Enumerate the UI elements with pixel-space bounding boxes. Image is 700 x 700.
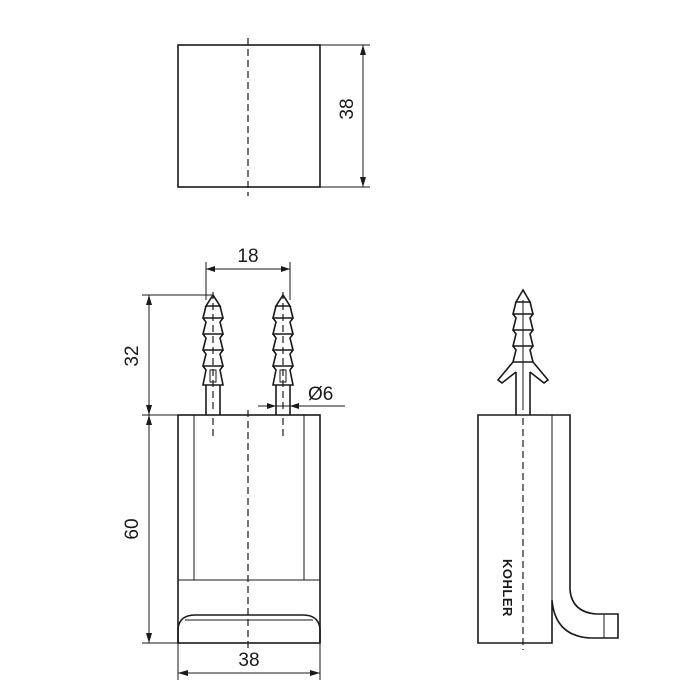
dimension-arrow [146,405,152,415]
dimension-arrow [310,670,320,676]
dimension-arrow [178,670,188,676]
dimension-arrow [146,633,152,643]
brand-label: KOHLER [500,559,515,617]
anchor-length-label: 32 [122,345,143,366]
anchor-rib [201,349,225,367]
anchor-wing-left [496,361,517,385]
dimension-arrow [360,45,366,55]
front-view-lip [177,614,321,643]
anchor-rib [271,317,295,335]
side-view-anchor [496,288,550,415]
front-view: 18 32 60 38 Ø6 [122,246,345,680]
dimension-arrow [206,266,215,272]
top-view: 38 [177,38,370,196]
anchor-wing-right [529,361,550,385]
dimension-arrow [267,403,276,409]
anchor-spacing-label: 18 [237,246,258,267]
body-width-label: 38 [238,650,259,671]
dimension-arrow [146,415,152,425]
anchor-diameter-label: Ø6 [308,384,333,405]
body-height-label: 60 [122,518,143,539]
front-view-body [177,414,321,644]
wall-anchor-left [201,292,225,415]
side-view: KOHLER [477,288,619,650]
anchor-rib [271,349,295,367]
top-view-height-label: 38 [337,98,358,119]
side-view-body [477,414,619,644]
dimension-arrow [360,177,366,187]
dimension-arrow [281,266,290,272]
anchor-rib [201,317,225,335]
dimension-arrow [290,403,299,409]
dimension-arrow [146,295,152,305]
top-view-outline [177,44,321,188]
wall-anchor-right [271,292,295,415]
